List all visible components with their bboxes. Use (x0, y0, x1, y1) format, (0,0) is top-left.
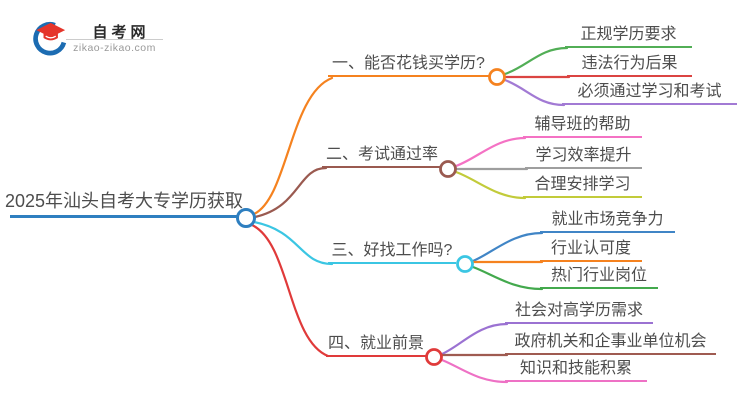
leaf-label-4-1: 社会对高学历需求 (514, 302, 643, 319)
branch-label-2: 二、考试通过率 (325, 146, 438, 163)
leaf-curve-3-1 (471, 231, 544, 263)
root-node: 2025年汕头自考大专学历获取 (5, 191, 243, 218)
leaf-label-2-2: 学习效率提升 (535, 147, 632, 164)
leaf-label-2-3: 合理安排学习 (534, 176, 631, 193)
leaf-label-4-3: 知识和技能积累 (519, 360, 632, 377)
leaf-node-1-2: 违法行为后果 (567, 54, 692, 77)
root-label: 2025年汕头自考大专学历获取 (4, 191, 244, 211)
leaf-label-1-1: 正规学历要求 (580, 26, 677, 43)
leaf-curve-1-3 (503, 78, 566, 107)
leaf-node-2-3: 合理安排学习 (523, 175, 642, 198)
leaf-node-3-2: 行业认可度 (540, 239, 642, 262)
logo-divider (66, 39, 163, 40)
branch-curve-4 (250, 223, 330, 358)
site-name: 自考网 (92, 24, 150, 41)
leaf-node-3-3: 热门行业岗位 (540, 266, 658, 289)
leaf-node-4-2: 政府机关和企事业单位机会 (505, 332, 716, 355)
graduation-cap-icon (33, 22, 67, 56)
site-logo[interactable]: 自考网 zikao-zikao.com (30, 14, 163, 58)
branch-node-3: 三、好找工作吗? (328, 240, 456, 264)
leaf-label-4-2: 政府机关和企事业单位机会 (514, 333, 707, 350)
leaf-label-3-3: 热门行业岗位 (550, 267, 647, 284)
leaf-label-1-2: 违法行为后果 (581, 55, 678, 72)
leaf-label-1-3: 必须通过学习和考试 (577, 83, 722, 100)
branch-node-4: 四、就业前景 (326, 333, 426, 357)
leaf-curve-4-3 (440, 358, 509, 384)
leaf-node-4-3: 知识和技能积累 (505, 359, 647, 382)
branch-label-4: 四、就业前景 (327, 335, 424, 352)
branch-curve-3 (252, 220, 334, 266)
branch-node-2: 二、考试通过率 (322, 144, 442, 168)
leaf-node-2-2: 学习效率提升 (525, 146, 642, 169)
leaf-curve-1-1 (503, 46, 569, 76)
leaf-curve-2-3 (454, 170, 527, 200)
leaf-node-2-1: 辅导班的帮助 (523, 115, 642, 138)
hub-anchor (236, 208, 256, 228)
leaf-curve-3-3 (471, 265, 544, 291)
leaf-node-4-1: 社会对高学历需求 (505, 301, 653, 324)
leaf-node-1-3: 必须通过学习和考试 (562, 82, 737, 105)
branch-anchor-1 (488, 68, 506, 86)
branch-curve-1 (252, 76, 334, 216)
leaf-label-3-2: 行业认可度 (550, 240, 631, 257)
branch-label-3: 三、好找工作吗? (331, 242, 453, 259)
branch-anchor-3 (456, 255, 474, 273)
leaf-label-3-1: 就业市场竞争力 (551, 211, 664, 228)
leaf-node-1-1: 正规学历要求 (565, 25, 692, 48)
branch-curve-2 (253, 166, 328, 219)
leaf-label-2-1: 辅导班的帮助 (534, 116, 631, 133)
branch-label-1: 一、能否花钱买学历? (332, 55, 485, 72)
leaf-curve-4-1 (440, 322, 509, 356)
leaf-node-3-1: 就业市场竞争力 (540, 210, 675, 233)
site-url: zikao-zikao.com (73, 42, 156, 54)
branch-anchor-4 (425, 348, 443, 366)
leaf-curve-2-1 (454, 136, 527, 168)
branch-anchor-2 (439, 160, 457, 178)
branch-node-1: 一、能否花钱买学历? (328, 53, 489, 77)
